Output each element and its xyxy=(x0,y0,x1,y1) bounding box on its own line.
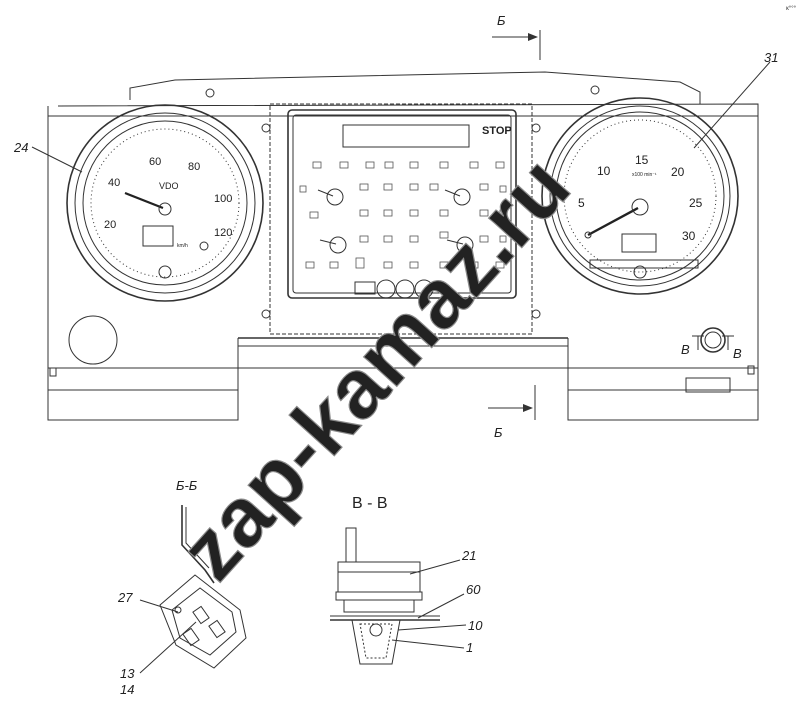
section-b-top-label: Б xyxy=(497,13,506,28)
callout-13: 13 xyxy=(120,666,135,681)
speed-tick-60: 60 xyxy=(149,156,161,168)
warning-lamp-panel: STOP xyxy=(261,103,541,335)
speed-tick-80: 80 xyxy=(188,161,200,173)
section-vv-title: В - В xyxy=(352,495,388,512)
callout-60: 60 xyxy=(466,582,481,597)
rpm-tick-10: 10 xyxy=(597,164,611,178)
stop-lamp-label: STOP xyxy=(482,125,512,137)
callout-24: 24 xyxy=(13,140,28,155)
corner-mark: к°°° xyxy=(786,6,796,12)
speed-tick-20: 20 xyxy=(104,219,116,231)
panel-outline xyxy=(47,71,759,421)
speedometer-unit: km/h xyxy=(177,243,188,249)
section-bb-detail: Б-Б 27 13 14 xyxy=(117,478,247,697)
speed-tick-40: 40 xyxy=(108,177,120,189)
section-arrow-top: Б xyxy=(492,13,541,60)
section-v-left-label: В xyxy=(681,342,690,357)
callout-27: 27 xyxy=(117,590,133,605)
rpm-tick-15: 15 xyxy=(635,153,649,167)
section-v-marker: В В xyxy=(681,327,742,361)
callout-10: 10 xyxy=(468,618,483,633)
rpm-tick-25: 25 xyxy=(689,196,703,210)
speed-tick-120: 120 xyxy=(214,227,232,239)
speedometer-brand: VDO xyxy=(159,181,179,191)
speedometer: 20 40 60 80 100 120 VDO km/h 24 xyxy=(13,104,264,302)
rpm-tick-5: 5 xyxy=(578,196,585,210)
section-vv-detail: В - В 21 60 10 1 xyxy=(330,495,483,665)
section-v-right-label: В xyxy=(733,346,742,361)
section-b-bottom-label: Б xyxy=(494,425,503,440)
rpm-tick-20: 20 xyxy=(671,165,685,179)
callout-14: 14 xyxy=(120,682,134,697)
callout-31: 31 xyxy=(764,50,778,65)
section-bb-title: Б-Б xyxy=(176,478,198,493)
speed-tick-100: 100 xyxy=(214,193,232,205)
tachometer: 5 10 15 20 25 30 x100 min⁻¹ 31 xyxy=(541,50,778,295)
rpm-tick-30: 30 xyxy=(682,229,696,243)
section-arrow-bottom: Б xyxy=(488,385,536,440)
callout-21: 21 xyxy=(461,548,476,563)
callout-1: 1 xyxy=(466,640,473,655)
tachometer-unit: x100 min⁻¹ xyxy=(632,172,657,178)
